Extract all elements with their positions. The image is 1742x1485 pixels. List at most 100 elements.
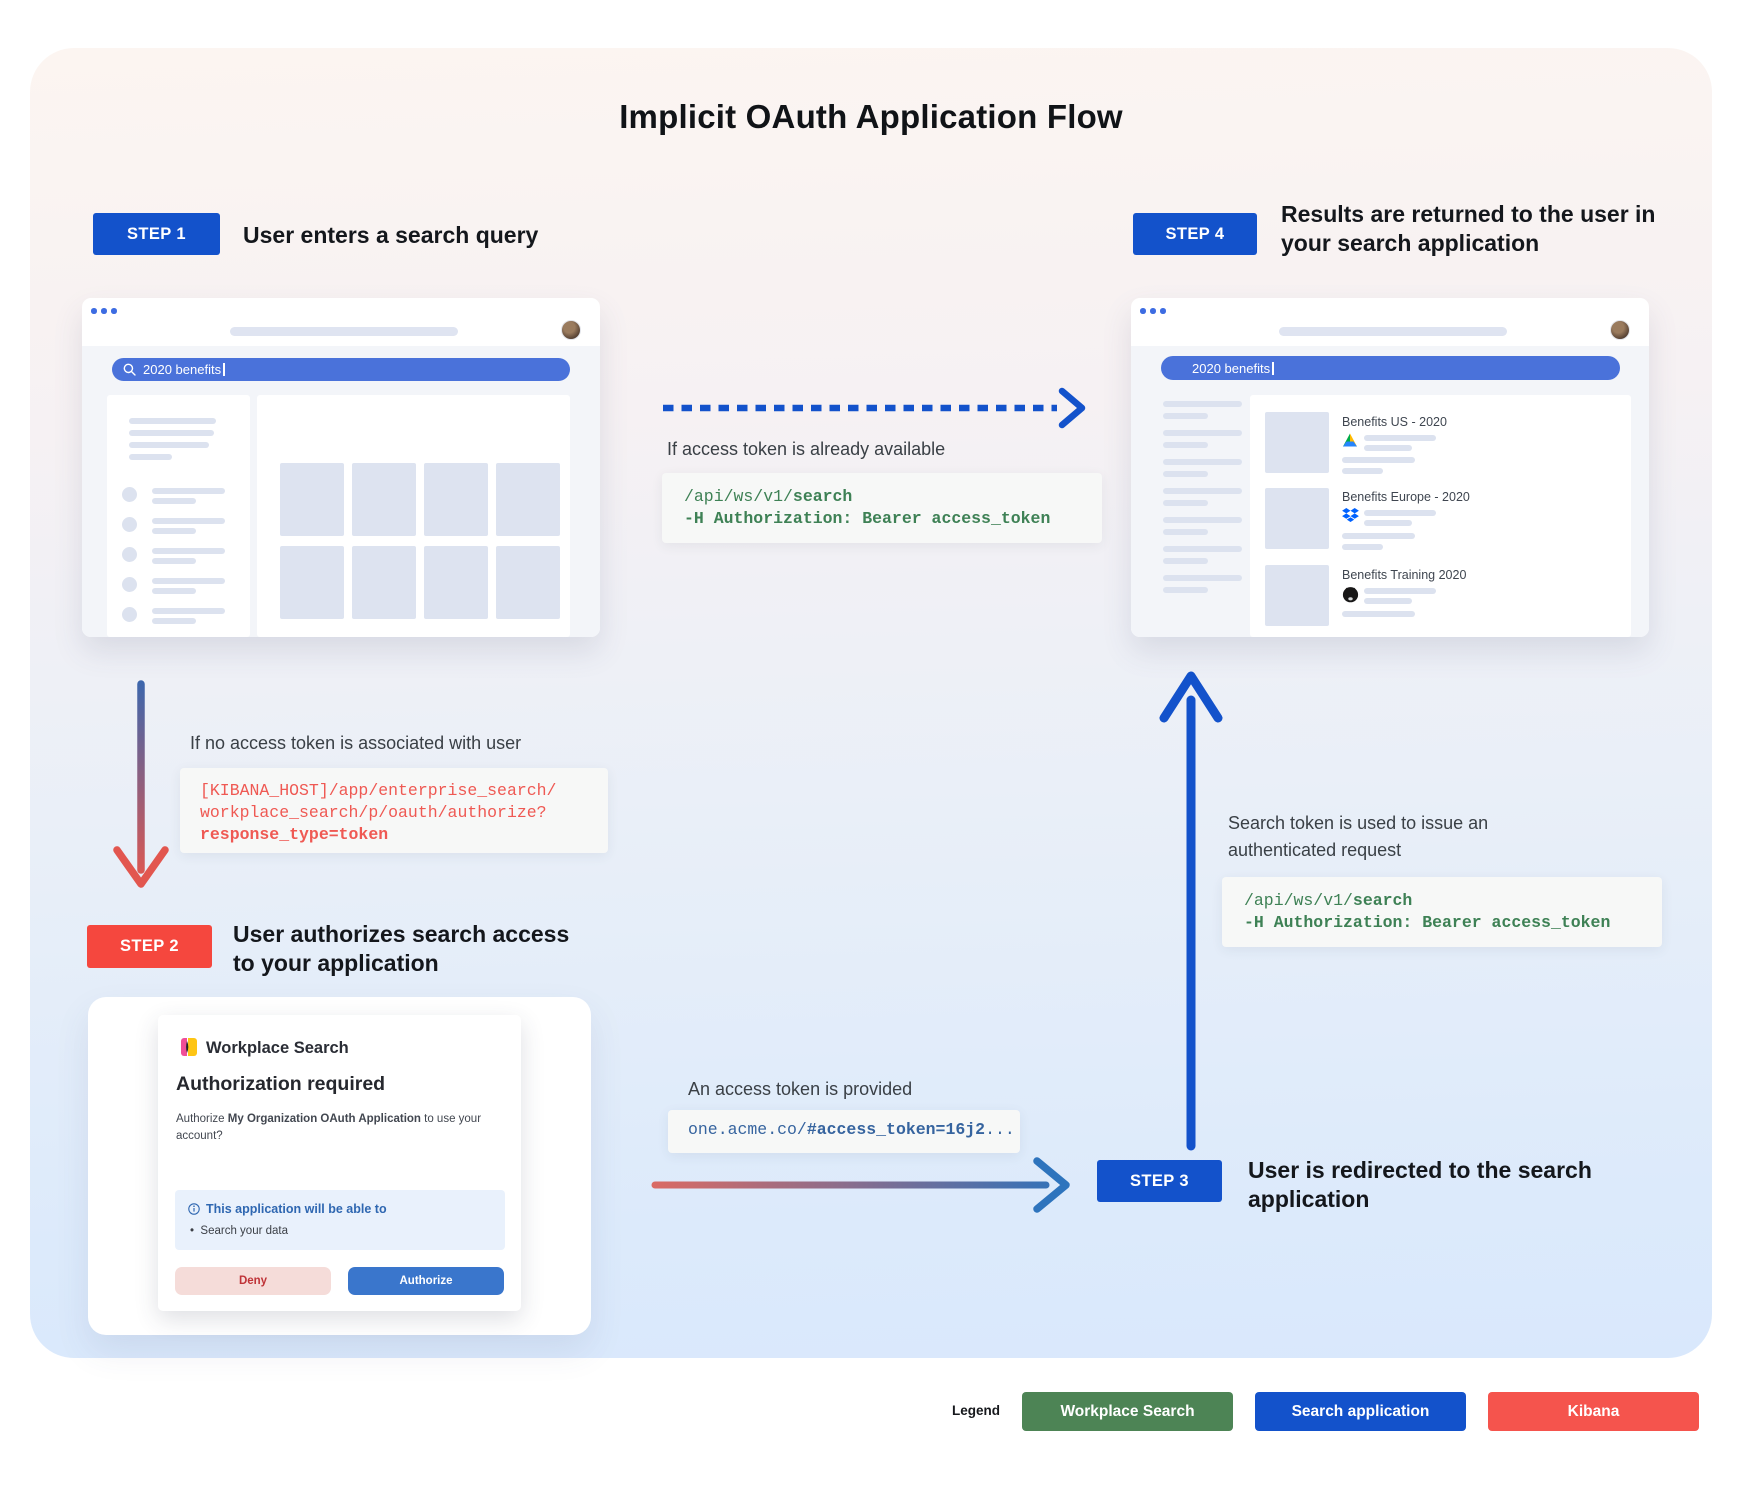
skeleton-avatar xyxy=(122,607,137,622)
user-avatar xyxy=(1610,320,1630,340)
step1-badge: STEP 1 xyxy=(93,213,220,255)
window-dot-icon xyxy=(91,308,97,314)
workplace-search-brand: Workplace Search xyxy=(206,1039,349,1057)
code-line: response_type=token xyxy=(200,825,389,844)
code-line: /api/ws/v1/search xyxy=(684,487,853,506)
result-title: Benefits Training 2020 xyxy=(1342,568,1467,582)
result-thumbnail xyxy=(1265,412,1329,473)
grid-tile xyxy=(280,463,344,536)
skeleton-line xyxy=(152,518,225,524)
annotation-token-provided: An access token is provided xyxy=(688,1079,913,1099)
skeleton-line xyxy=(1364,588,1436,594)
skeleton-avatar xyxy=(122,517,137,532)
skeleton-line xyxy=(152,528,196,534)
address-bar[interactable] xyxy=(1279,327,1507,336)
grid-tile xyxy=(424,546,488,619)
skeleton-line xyxy=(1163,500,1208,506)
skeleton-avatar xyxy=(122,487,137,502)
search-icon xyxy=(123,363,136,376)
results-list-panel: Benefits US - 2020 Benefits Europe - 202… xyxy=(1250,395,1631,637)
code-line: -H Authorization: Bearer access_token xyxy=(1244,912,1611,932)
browser-window-step1: 2020 benefits xyxy=(82,298,600,637)
legend-label: Legend xyxy=(951,1403,1000,1418)
grid-tile xyxy=(496,463,560,536)
skeleton-line xyxy=(129,442,209,448)
step3-badge: STEP 3 xyxy=(1097,1160,1222,1202)
window-dot-icon xyxy=(1150,308,1156,314)
grid-tile xyxy=(496,546,560,619)
dropbox-icon xyxy=(1342,508,1359,522)
skeleton-line xyxy=(1163,558,1208,564)
search-query-text: 2020 benefits xyxy=(1192,360,1271,376)
skeleton-line xyxy=(1342,533,1415,539)
search-input[interactable]: 2020 benefits xyxy=(1161,356,1620,380)
skeleton-line xyxy=(129,454,172,460)
code-authorize-url: [KIBANA_HOST]/app/enterprise_search/ wor… xyxy=(180,768,608,853)
skeleton-line xyxy=(1163,529,1208,535)
grid-tile xyxy=(352,463,416,536)
skeleton-line xyxy=(1342,457,1415,463)
authorization-dialog: Workplace Search Authorization required … xyxy=(158,1015,521,1311)
github-icon xyxy=(1342,587,1359,603)
up-arrow-authenticated-request xyxy=(1159,671,1223,1151)
skeleton-line xyxy=(152,578,225,584)
skeleton-line xyxy=(1342,544,1383,550)
window-dot-icon xyxy=(111,308,117,314)
skeleton-line xyxy=(1163,575,1242,581)
skeleton-line xyxy=(152,498,196,504)
search-input[interactable]: 2020 benefits xyxy=(112,358,570,381)
legend-search-application: Search application xyxy=(1255,1392,1466,1431)
authorization-heading: Authorization required xyxy=(176,1073,386,1095)
google-drive-icon xyxy=(1343,433,1357,447)
skeleton-avatar xyxy=(122,547,137,562)
browser-window-step4: 2020 benefits xyxy=(1131,298,1649,637)
down-arrow-no-token xyxy=(113,680,169,888)
window-dot-icon xyxy=(1160,308,1166,314)
skeleton-line xyxy=(1163,587,1208,593)
skeleton-line xyxy=(1342,611,1415,617)
results-grid-panel xyxy=(257,395,570,637)
step1-label: User enters a search query xyxy=(243,222,539,248)
grid-tile xyxy=(424,463,488,536)
deny-button[interactable]: Deny xyxy=(175,1267,331,1295)
skeleton-line xyxy=(152,488,225,494)
legend-workplace-search: Workplace Search xyxy=(1022,1392,1233,1431)
browser-content: 2020 benefits xyxy=(82,346,600,637)
skeleton-line xyxy=(1364,510,1436,516)
diagram-title: Implicit OAuth Application Flow xyxy=(619,98,1123,135)
skeleton-line xyxy=(1163,442,1208,448)
skeleton-line xyxy=(152,618,196,624)
code-search-api-2: /api/ws/v1/search -H Authorization: Bear… xyxy=(1222,877,1662,947)
code-search-api: /api/ws/v1/search -H Authorization: Bear… xyxy=(662,473,1102,543)
result-title: Benefits US - 2020 xyxy=(1342,415,1447,429)
skeleton-line xyxy=(1163,488,1242,494)
code-line: workplace_search/p/oauth/authorize? xyxy=(200,803,547,822)
skeleton-line xyxy=(1163,401,1242,407)
sidebar-skeleton-panel xyxy=(107,395,250,637)
authorize-button[interactable]: Authorize xyxy=(348,1267,504,1295)
skeleton-line xyxy=(152,588,196,594)
scope-item: • Search your data xyxy=(190,1225,289,1237)
grid-tile xyxy=(280,546,344,619)
skeleton-line xyxy=(1163,517,1242,523)
annotation-no-token: If no access token is associated with us… xyxy=(190,733,522,753)
step2-badge: STEP 2 xyxy=(87,925,212,968)
code-line: one.acme.co/#access_token=16j2... xyxy=(688,1120,1015,1139)
window-dot-icon xyxy=(1140,308,1146,314)
annotation-token-available: If access token is already available xyxy=(667,439,946,459)
skeleton-line xyxy=(1163,471,1208,477)
code-redirect-url: one.acme.co/#access_token=16j2... xyxy=(668,1110,1020,1153)
dashed-arrow-token-available xyxy=(663,387,1086,429)
window-dot-icon xyxy=(101,308,107,314)
skeleton-avatar xyxy=(122,577,137,592)
code-line: /api/ws/v1/search xyxy=(1244,891,1413,910)
skeleton-line xyxy=(152,548,225,554)
address-bar[interactable] xyxy=(230,327,458,336)
result-title: Benefits Europe - 2020 xyxy=(1342,490,1470,504)
legend-kibana: Kibana xyxy=(1488,1392,1699,1431)
